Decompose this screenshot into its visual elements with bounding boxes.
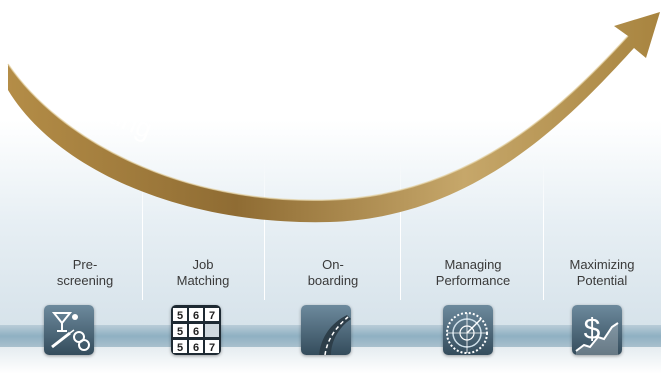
grid-number: 5 [177,342,183,354]
stage-label-managing-performance: Managing Performance [408,257,538,289]
grid-number: 7 [209,342,215,354]
grid-number: 6 [193,342,199,354]
arc-body [8,12,660,223]
road-icon [301,305,351,355]
grid-number: 7 [209,310,215,322]
stage-label-line: screening [56,273,114,288]
cocktail-syringe-handcuffs-icon [44,305,94,355]
column-divider [142,160,143,300]
stage-label-line: Pre- [72,257,98,272]
stage-label-line: Job [192,257,214,272]
grid-number: 5 [177,326,183,338]
stage-label-line: Performance [435,273,511,288]
column-divider [264,160,265,300]
stage-label-line: boarding [307,273,359,288]
stage-label-onboarding: On- boarding [268,257,398,289]
column-divider [400,160,401,300]
column-divider [543,160,544,300]
grid-number: 5 [177,310,183,322]
grid-number: 6 [193,326,199,338]
stage-label-job-matching: Job Matching [138,257,268,289]
dollar-growth-chart-icon: $ [572,305,622,355]
stage-label-line: Managing [444,257,502,272]
number-grid-icon: 5 6 7 5 6 5 6 7 [171,305,221,355]
stage-label-maximizing-potential: Maximizing Potential [537,257,661,289]
grid-number: 6 [193,310,199,322]
stage-label-prescreening: Pre- screening [20,257,150,289]
stage-label-line: Matching [176,273,230,288]
stage-label-line: Maximizing [569,257,635,272]
stage-label-line: On- [322,257,344,272]
stage-label-line: Potential [576,273,628,288]
dial-gauge-icon [443,305,493,355]
